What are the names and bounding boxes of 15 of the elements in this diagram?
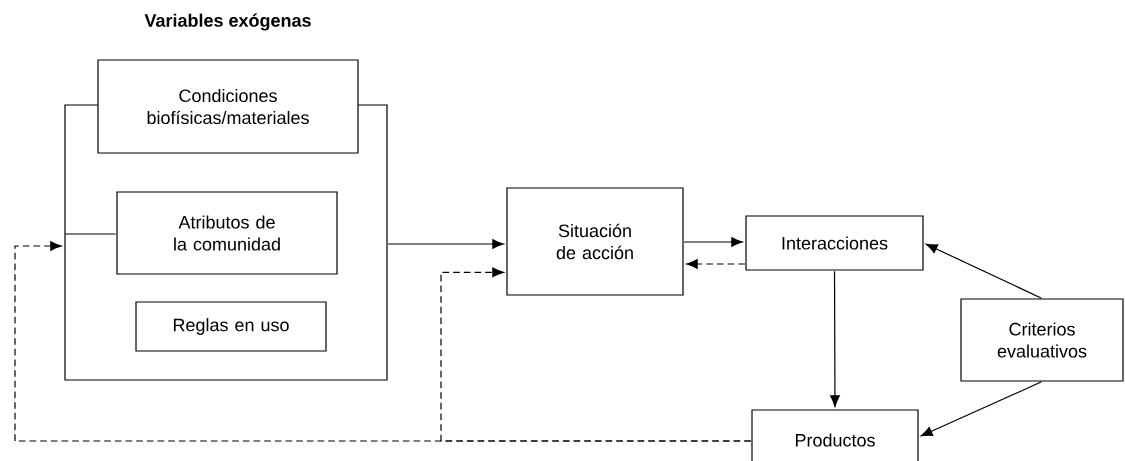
process-box: Atributos de la comunidad: [116, 191, 338, 275]
arrow: [683, 237, 743, 247]
process-box: Condiciones biofísicas/materiales: [97, 59, 359, 154]
process-box: Interacciones: [745, 215, 924, 271]
process-box: Situación de acción: [506, 187, 684, 296]
process-box: Criterios evaluativos: [960, 298, 1124, 382]
process-box: Productos: [751, 409, 919, 461]
arrow: [925, 243, 1043, 299]
arrow: [387, 239, 504, 249]
heading: Variables exógenas: [144, 13, 311, 31]
arrow: [920, 381, 1043, 437]
arrow: [830, 270, 840, 407]
arrow: [440, 267, 752, 442]
arrow: [686, 259, 746, 269]
process-box: Reglas en uso: [135, 301, 327, 352]
